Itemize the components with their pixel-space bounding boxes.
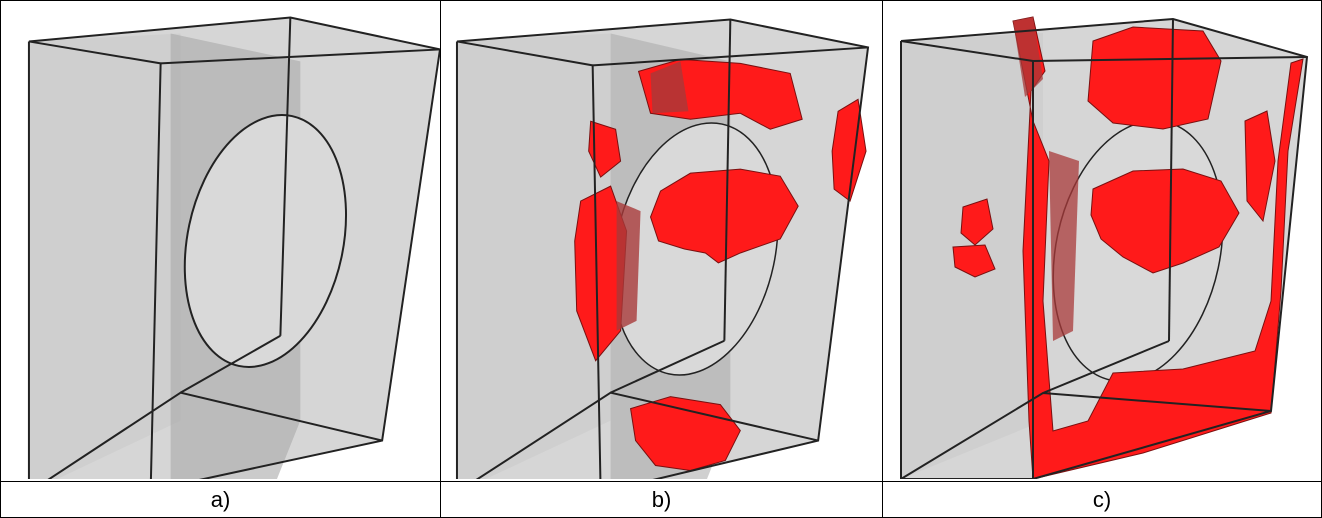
damage-top bbox=[1087, 26, 1222, 130]
panel-a: a) bbox=[1, 1, 441, 517]
box-edges bbox=[900, 17, 1309, 479]
damage-right bbox=[831, 98, 867, 202]
damage-bottom bbox=[630, 396, 741, 471]
panel-a-svg bbox=[27, 16, 440, 479]
damage-shadow bbox=[616, 61, 689, 331]
damage-left bbox=[574, 185, 628, 362]
damage-center bbox=[1090, 168, 1240, 274]
panel-c-caption: c) bbox=[1092, 486, 1112, 512]
panel-a-caption: a) bbox=[210, 486, 231, 512]
panel-b: b) bbox=[441, 1, 883, 517]
damage-regions bbox=[574, 58, 867, 471]
damage-left-fragment-2 bbox=[952, 244, 996, 278]
panel-c-caption-row: c) bbox=[883, 481, 1321, 517]
panel-a-caption-row: a) bbox=[1, 481, 440, 517]
crack-ellipse bbox=[183, 114, 348, 368]
box-edges bbox=[455, 18, 870, 479]
box-left-face bbox=[456, 33, 611, 479]
damage-regions bbox=[952, 16, 1304, 479]
box-edges bbox=[27, 16, 440, 479]
damage-shadow bbox=[1013, 17, 1079, 341]
panel-c-image bbox=[883, 1, 1321, 479]
damage-left-fragment-1 bbox=[960, 198, 994, 246]
panel-b-image bbox=[441, 1, 882, 479]
damage-right bbox=[1244, 110, 1276, 223]
panel-c-svg bbox=[900, 16, 1309, 479]
panel-b-svg bbox=[455, 18, 870, 479]
damage-center bbox=[649, 168, 799, 264]
damage-upper-left bbox=[588, 120, 622, 178]
damage-main-sheet bbox=[1012, 16, 1304, 479]
panel-c: c) bbox=[883, 1, 1321, 517]
panel-a-image bbox=[1, 1, 440, 479]
panel-b-caption-row: b) bbox=[441, 481, 882, 517]
panel-b-caption: b) bbox=[651, 486, 672, 512]
box-left-face bbox=[28, 33, 181, 479]
